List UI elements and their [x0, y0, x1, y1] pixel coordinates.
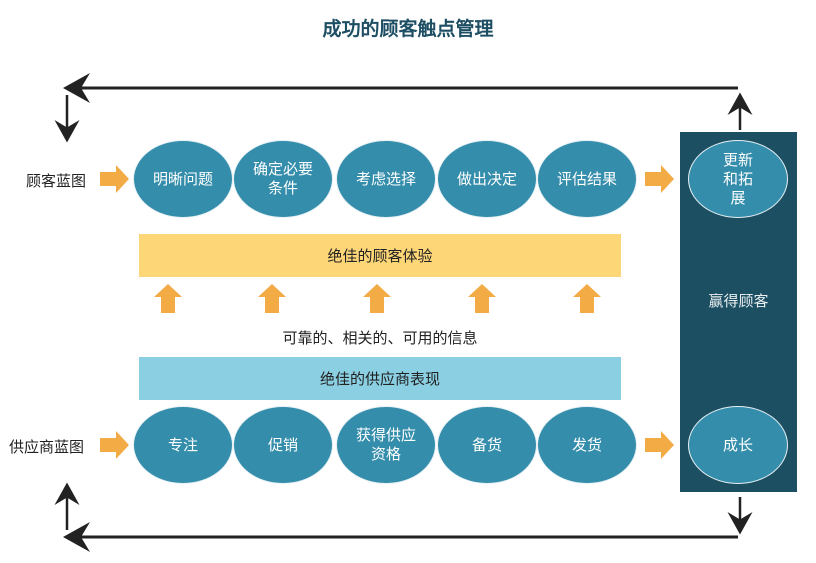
renew-expand-ellipse: 更新和拓展 — [688, 140, 788, 218]
up-arrow-4 — [468, 284, 496, 313]
growth-ellipse: 成长 — [688, 406, 788, 484]
supplier-step-1: 专注 — [133, 406, 233, 484]
supplier-step-5: 发货 — [537, 406, 637, 484]
supplier-performance-bar: 绝佳的供应商表现 — [139, 357, 621, 400]
customer-in-arrow — [100, 165, 129, 193]
up-arrow-2 — [258, 284, 286, 313]
supplier-blueprint-label: 供应商蓝图 — [9, 438, 85, 456]
page-title: 成功的顾客触点管理 — [322, 18, 494, 40]
customer-step-2: 确定必要条件 — [233, 140, 333, 218]
customer-step-3: 考虑选择 — [336, 140, 436, 218]
supplier-in-arrow — [100, 431, 129, 459]
customer-step-4: 做出决定 — [437, 140, 537, 218]
customer-out-arrow — [645, 165, 674, 193]
information-text: 可靠的、相关的、可用的信息 — [282, 329, 478, 347]
up-arrow-3 — [363, 284, 391, 313]
win-customer-label: 赢得顾客 — [708, 292, 769, 310]
customer-experience-bar: 绝佳的顾客体验 — [139, 234, 621, 277]
supplier-step-3: 获得供应资格 — [336, 406, 436, 484]
customer-step-1: 明晰问题 — [133, 140, 233, 218]
up-arrow-1 — [154, 284, 182, 313]
supplier-out-arrow — [645, 431, 674, 459]
customer-step-5: 评估结果 — [537, 140, 637, 218]
up-arrow-5 — [573, 284, 601, 313]
supplier-step-4: 备货 — [437, 406, 537, 484]
supplier-step-2: 促销 — [233, 406, 333, 484]
customer-blueprint-label: 顾客蓝图 — [26, 172, 87, 190]
